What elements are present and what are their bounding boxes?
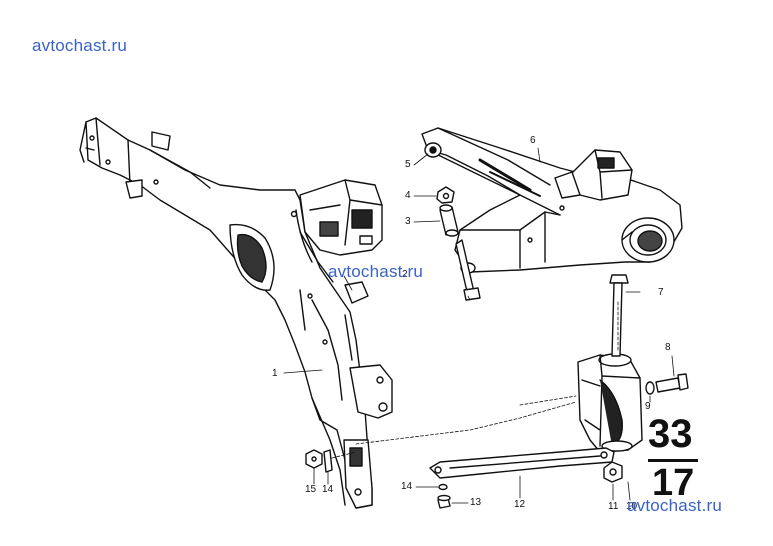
washer-14-lower xyxy=(438,483,448,491)
callout-11: 11 xyxy=(608,501,619,512)
callout-1: 1 xyxy=(272,368,278,379)
group-code-top: 33 xyxy=(648,412,693,456)
nut-15 xyxy=(305,449,323,469)
watermark-bottom-right: avtochast.ru xyxy=(627,496,723,515)
callout-2: 2 xyxy=(402,269,408,280)
leader-lines xyxy=(283,147,675,504)
callout-5: 5 xyxy=(405,159,411,170)
washer-9 xyxy=(645,381,655,395)
lock-nut xyxy=(436,186,455,204)
washer-14-left xyxy=(323,449,333,473)
callout-4: 4 xyxy=(405,190,411,201)
callout-12: 12 xyxy=(514,499,526,510)
small-bolt xyxy=(655,373,689,393)
group-code-divider xyxy=(648,459,698,462)
callout-9: 9 xyxy=(645,401,651,412)
trailing-arm xyxy=(421,127,683,274)
bushing-sleeve xyxy=(439,204,459,237)
callout-15: 15 xyxy=(305,484,317,495)
bolt-13 xyxy=(437,494,451,509)
callout-6: 6 xyxy=(530,135,536,146)
watermark-center: avtochast.ru xyxy=(328,262,424,281)
mount-nut xyxy=(603,461,623,483)
callout-8: 8 xyxy=(665,342,671,353)
axle-carrier xyxy=(79,117,393,509)
pivot-bolt xyxy=(455,239,481,301)
watermark-top-left: avtochast.ru xyxy=(32,36,128,55)
strut-bar xyxy=(429,447,615,479)
callout-14-lower: 14 xyxy=(401,481,413,492)
group-code-bottom: 17 xyxy=(652,462,695,504)
callout-13: 13 xyxy=(470,497,482,508)
rubber-mount xyxy=(577,353,643,453)
callout-3: 3 xyxy=(405,216,411,227)
callout-10: 10 xyxy=(626,501,638,512)
mount-bolt xyxy=(609,274,629,357)
callout-14-left: 14 xyxy=(322,484,334,495)
callout-7: 7 xyxy=(658,287,664,298)
